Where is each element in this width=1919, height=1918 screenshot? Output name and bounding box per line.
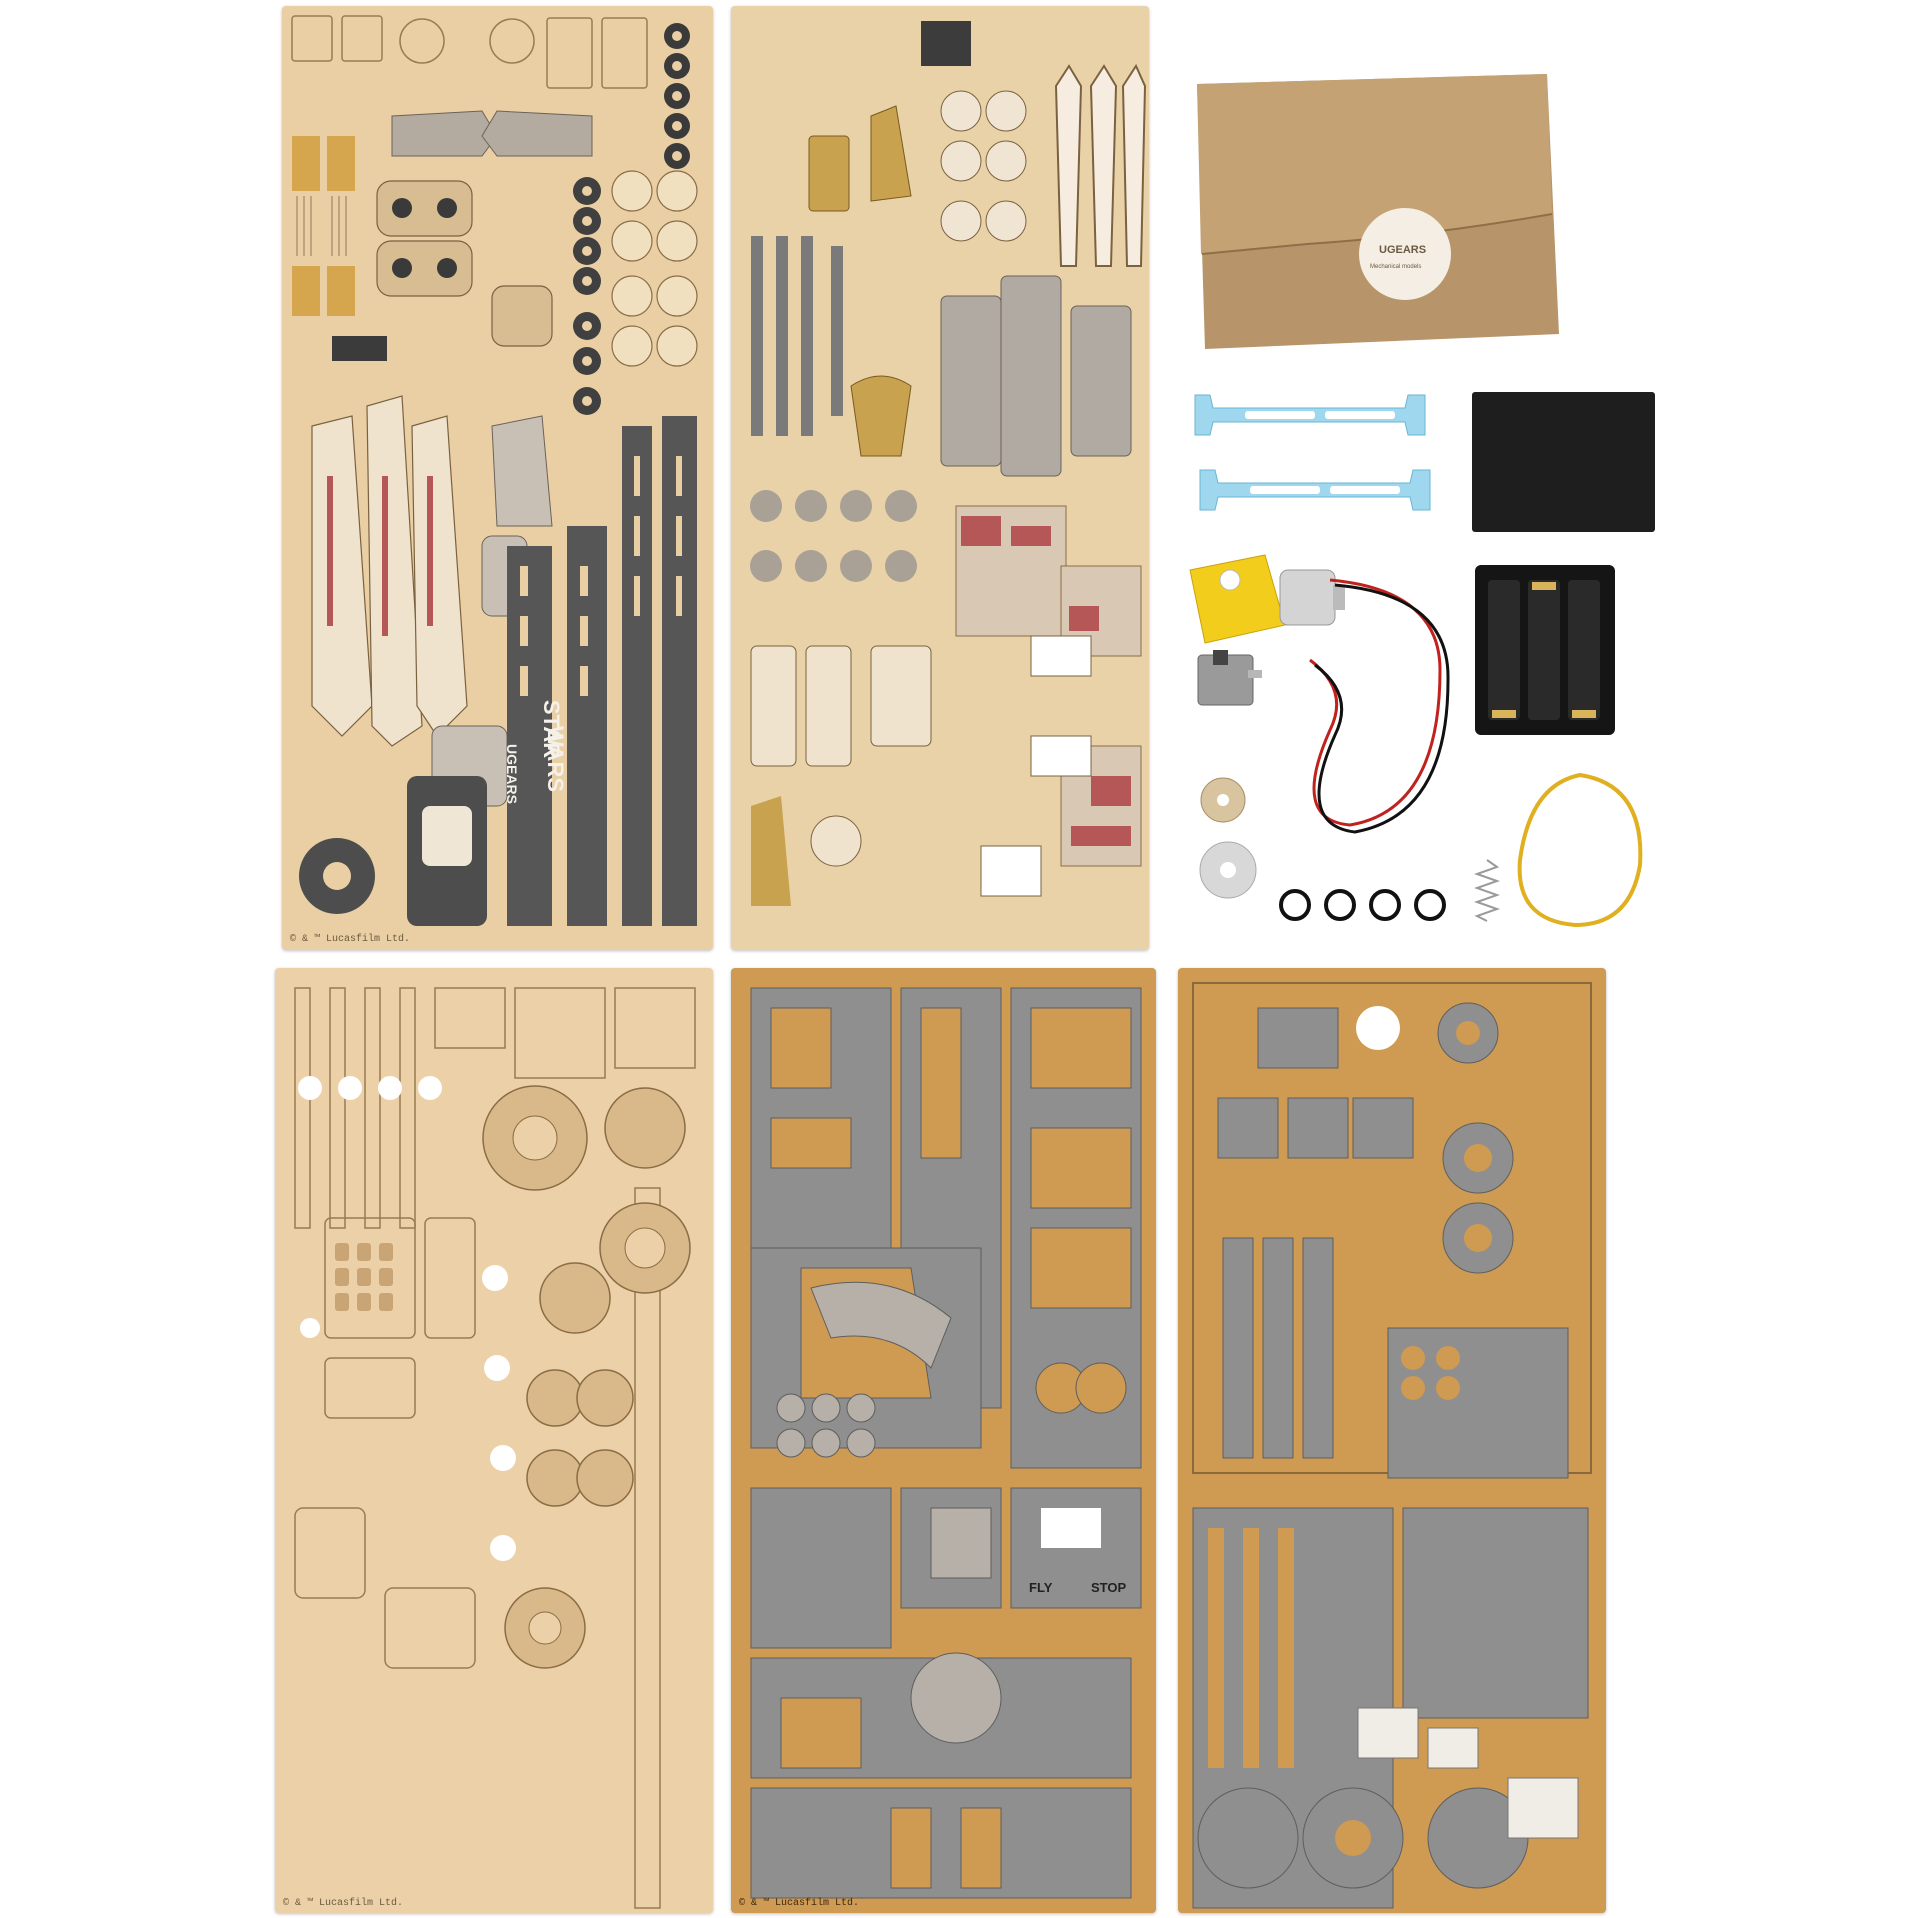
plywood-sheet-3: © & ™ Lucasfilm Ltd.: [275, 968, 713, 1913]
sheet-1-footer: © & ™ Lucasfilm Ltd.: [290, 934, 411, 945]
black-foam-pad: [1472, 392, 1655, 532]
envelope-seal-subtitle: Mechanical models: [1370, 264, 1422, 270]
ugears-engraving: UGEARS: [503, 744, 520, 804]
switch: [1197, 650, 1262, 706]
washers: [1199, 777, 1257, 899]
plywood-sheet-2: [731, 6, 1149, 950]
stop-label: STOP: [1091, 1580, 1127, 1595]
blue-plastic-bracket-1: [1194, 394, 1426, 436]
blue-plastic-bracket-2: [1199, 469, 1431, 511]
spring: [1473, 859, 1501, 922]
rubber-band: [1517, 772, 1643, 928]
sheet-3-parts: [294, 987, 696, 1909]
plywood-sheet-1: STAR WARS UGEARS © & ™ Lucasfilm Ltd.: [282, 6, 713, 950]
envelope-graphic: [1197, 74, 1559, 349]
o-rings: [1279, 889, 1446, 921]
battery-holder: [1475, 565, 1615, 735]
sheet-1-parts: [291, 15, 698, 926]
cardboard-sheet-5: [1178, 968, 1606, 1913]
sheet-3-footer: © & ™ Lucasfilm Ltd.: [283, 1898, 404, 1909]
envelope-seal-brand: UGEARS: [1379, 244, 1427, 256]
yellow-gear-motor: [1189, 554, 1345, 644]
cardboard-sheet-4: FLY STOP © & ™ Lucasfilm Ltd.: [731, 968, 1156, 1913]
sheet-5-parts: [1192, 982, 1592, 1909]
sheet-2-parts: [750, 21, 1147, 906]
fly-label: FLY: [1029, 1580, 1053, 1595]
kraft-envelope: UGEARS Mechanical models: [1187, 64, 1565, 352]
sheet-4-parts: [750, 987, 1142, 1899]
sheet-4-footer: © & ™ Lucasfilm Ltd.: [739, 1898, 860, 1909]
star-wars-engraving-2: WARS: [543, 726, 568, 792]
wired-leads: [1309, 578, 1450, 834]
